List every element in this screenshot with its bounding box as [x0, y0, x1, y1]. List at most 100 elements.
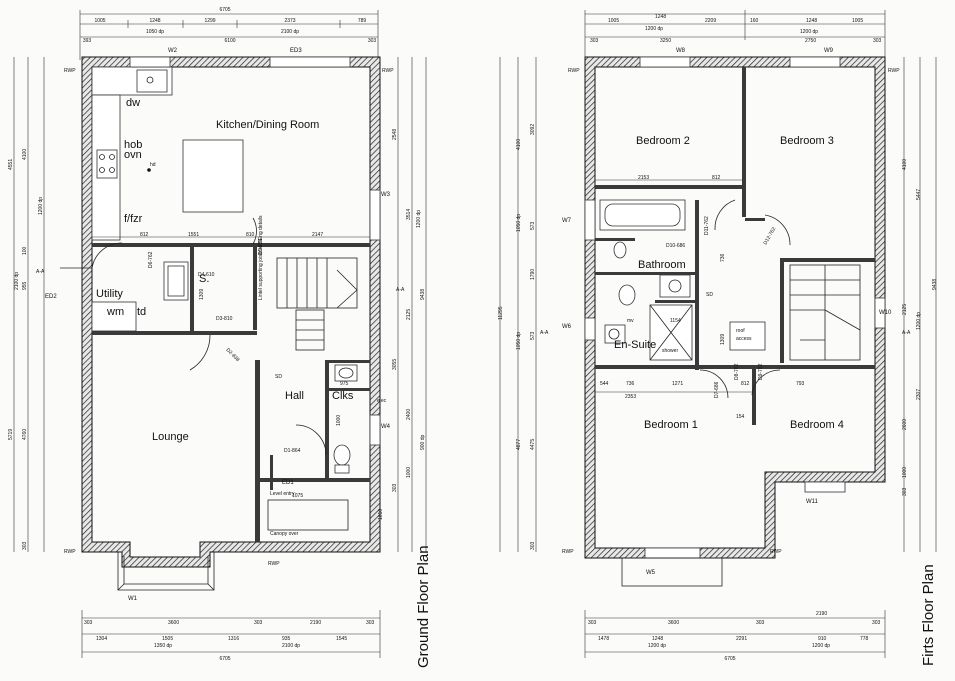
ff-dim: 1790: [530, 269, 536, 280]
gf-internal-walls: [92, 243, 370, 542]
gf-dim: 1000: [336, 415, 342, 426]
canopy-note: Canopy over: [270, 531, 299, 537]
gf-dim: 2190: [310, 620, 321, 626]
door-d7-label: D7-686: [714, 381, 720, 398]
gf-dim: 2100 dp: [281, 29, 299, 35]
ff-top-dimensions: 1005 1248 2209 160 1248 1005 1200 dp 120…: [584, 10, 886, 60]
ff-dim: 3600: [668, 620, 679, 626]
ff-dim: 1050 dp: [516, 332, 522, 350]
gf-dim: 3055: [392, 359, 398, 370]
ff-dim: 4475: [530, 439, 536, 450]
ground-floor-plan: 6705 1005 1248 1299 2373 789 1050 dp 210…: [8, 7, 432, 668]
ff-dim: 303: [873, 38, 882, 44]
window-w1-label: W1: [128, 596, 138, 602]
gf-dim: 900 dp: [420, 434, 426, 450]
ff-dim: 1248: [655, 14, 666, 20]
level-entry-note: Level entry: [270, 491, 295, 497]
gf-dim: 100: [22, 246, 28, 255]
first-floor-plan: 1005 1248 2209 160 1248 1005 1200 dp 120…: [498, 10, 938, 666]
window-w11-label: W11: [806, 499, 819, 505]
gf-door-labels: D4-610 D3-810 D6-762 D5-826 D2-838 D1-86…: [148, 217, 327, 456]
gf-dim: 975: [340, 381, 349, 387]
door-d9-label: D9-762: [758, 363, 764, 380]
bedroom-1-label: Bedroom 1: [644, 419, 698, 431]
rwp-label: RWP: [268, 561, 280, 567]
door-d11-label: D11-762: [704, 216, 710, 235]
door-ed2-label: ED2: [45, 294, 57, 300]
ff-dim: 1248: [652, 636, 663, 642]
ff-dim: 1050 dp: [516, 214, 522, 232]
gf-dim: 1505: [162, 636, 173, 642]
door-d10-label: D10-686: [666, 243, 685, 249]
ff-dim: 2353: [625, 394, 636, 400]
ff-dim: 1154: [670, 318, 681, 324]
ff-dim: 6705: [724, 656, 735, 662]
ff-dim: 812: [712, 175, 721, 181]
window-w2-label: W2: [168, 48, 178, 54]
ff-dim: 2600: [902, 419, 908, 430]
ff-dim: 3250: [660, 38, 671, 44]
gf-dim: 1075: [292, 493, 303, 499]
gf-dim: 3600: [168, 620, 179, 626]
fridge-freezer-label: f/fzr: [124, 213, 143, 225]
section-marker: A-A: [396, 287, 405, 293]
ff-dim: 4100: [516, 139, 522, 150]
utility-label: Utility: [96, 288, 123, 300]
window-w5-label: W5: [646, 570, 656, 576]
gf-dim: 1248: [149, 18, 160, 24]
gf-dim: 393: [83, 38, 92, 44]
gf-dim: 935: [282, 636, 291, 642]
ff-window-markers: W7 W6 W10 W11 W5 RWP RWP RWP RWP A-A A-A: [540, 56, 911, 587]
gf-stairs: [276, 257, 358, 351]
tumble-dryer-label: td: [137, 306, 146, 318]
ff-dim: 160: [750, 18, 759, 24]
ff-dim: 1248: [806, 18, 817, 24]
ff-dim: 2125: [902, 304, 908, 315]
ff-dim: 1200 dp: [800, 29, 818, 35]
ff-dim: 910: [818, 636, 827, 642]
door-ed1-label: ED1: [282, 480, 294, 486]
gf-inner-dimensions: 812 1551 810 2147 1309 1075 975 1000: [92, 232, 370, 499]
gf-dim: 1010: [378, 509, 384, 520]
roof-access-label: access: [736, 336, 752, 342]
window-w6-label: W6: [562, 324, 572, 330]
gf-dim: 1545: [336, 636, 347, 642]
window-w3-label: W3: [381, 192, 391, 198]
gf-side-dimensions: 4551 4100 1200 dp 100 2100 dp 955 5719 4…: [8, 57, 427, 552]
ff-dim: 736: [720, 253, 726, 262]
mv-label: mv: [627, 318, 634, 324]
ff-dim: 154: [736, 414, 745, 420]
gf-dim: 4100: [22, 149, 28, 160]
gf-dim: 1050 dp: [146, 29, 164, 35]
gf-rooms: Lounge Hall Clks SD elec Lintel supporti…: [152, 215, 387, 474]
gf-dim: 1316: [228, 636, 239, 642]
gf-dim: 2100 dp: [14, 272, 20, 290]
ff-dim: 793: [796, 381, 805, 387]
gf-dim: 4551: [8, 159, 14, 170]
ff-bottom-dimensions: 303 3600 303 2190 303 1478 1248 2291 910…: [584, 610, 886, 662]
gf-dim: 2125: [406, 309, 412, 320]
ff-dim: 303: [588, 620, 597, 626]
gf-dim: 5719: [8, 429, 14, 440]
ff-dim: 2190: [816, 611, 827, 617]
window-w9-label: W9: [824, 48, 834, 54]
ff-dim: 1200 dp: [812, 643, 830, 649]
gf-dim: 1200 dp: [38, 197, 44, 215]
gf-dim: 2548: [392, 129, 398, 140]
rwp-label: RWP: [382, 68, 394, 74]
rwp-label: RWP: [64, 68, 76, 74]
hd-label: hd: [150, 162, 156, 168]
ff-dim: 1271: [672, 381, 683, 387]
ff-dim: 11295: [498, 306, 504, 320]
ff-dim: 573: [530, 221, 536, 230]
gf-dim: 6705: [219, 656, 230, 662]
ff-dim: 2209: [705, 18, 716, 24]
gf-dim: 303: [254, 620, 263, 626]
gf-dim: 303: [22, 541, 28, 550]
ff-dim: 303: [756, 620, 765, 626]
cloakroom-label: Clks: [332, 390, 354, 402]
smoke-detector-label: SD: [706, 292, 713, 298]
dw-label: dw: [126, 97, 140, 109]
gf-dim: 9438: [420, 289, 426, 300]
